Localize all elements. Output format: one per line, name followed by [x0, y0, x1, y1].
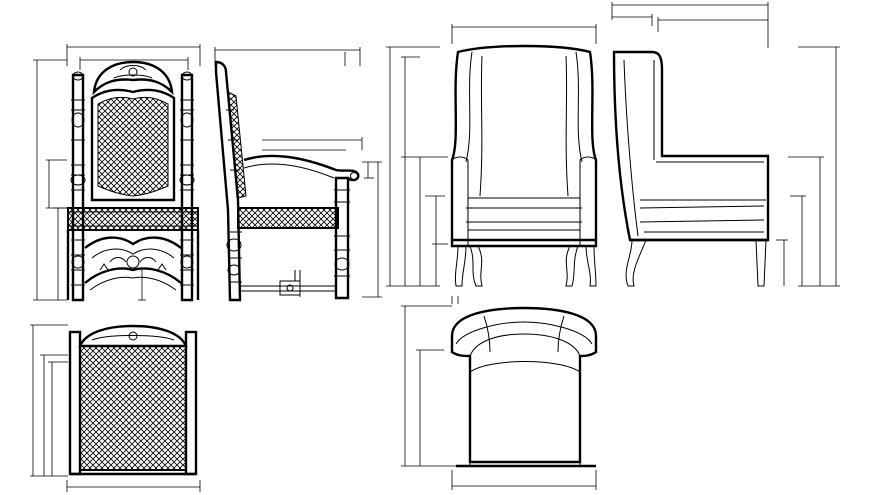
cane-lattice-back	[97, 96, 169, 197]
dimension-lines	[214, 47, 382, 298]
back-panel-frame	[90, 88, 176, 202]
wingback-side-profile	[612, 50, 770, 242]
scrolled-armrest	[243, 154, 360, 182]
side-legs	[625, 239, 767, 287]
back-crest-rail	[78, 324, 188, 348]
cane-seat-front	[67, 207, 199, 231]
dimension-lines	[401, 296, 597, 490]
wingback-chair-side-view	[611, 2, 840, 287]
dimension-lines	[33, 44, 201, 301]
carved-crest	[92, 60, 174, 96]
wingback-shell	[450, 44, 598, 248]
dimension-lines	[386, 24, 597, 287]
top-view-outline	[450, 306, 598, 464]
dimension-lines	[611, 2, 840, 287]
side-cane-seat	[237, 207, 339, 229]
wingback-armrests	[451, 156, 597, 246]
carved-chair-back-view	[30, 324, 201, 492]
carved-chair-side-view	[214, 47, 382, 302]
wingback-front-legs	[454, 245, 597, 287]
raked-back-post	[214, 60, 242, 302]
carved-chair-front-view	[33, 44, 201, 302]
back-cane-panel	[79, 345, 187, 471]
wingback-chair-front-view	[386, 24, 598, 287]
seat-cushion	[466, 197, 582, 231]
wingback-chair-top-view	[401, 296, 598, 490]
dimension-lines	[30, 324, 201, 492]
carved-apron	[84, 236, 182, 291]
turned-front-leg	[334, 176, 350, 300]
side-back-lattice	[227, 91, 247, 199]
top-view-seat	[469, 361, 581, 373]
side-arm-top	[639, 161, 766, 233]
